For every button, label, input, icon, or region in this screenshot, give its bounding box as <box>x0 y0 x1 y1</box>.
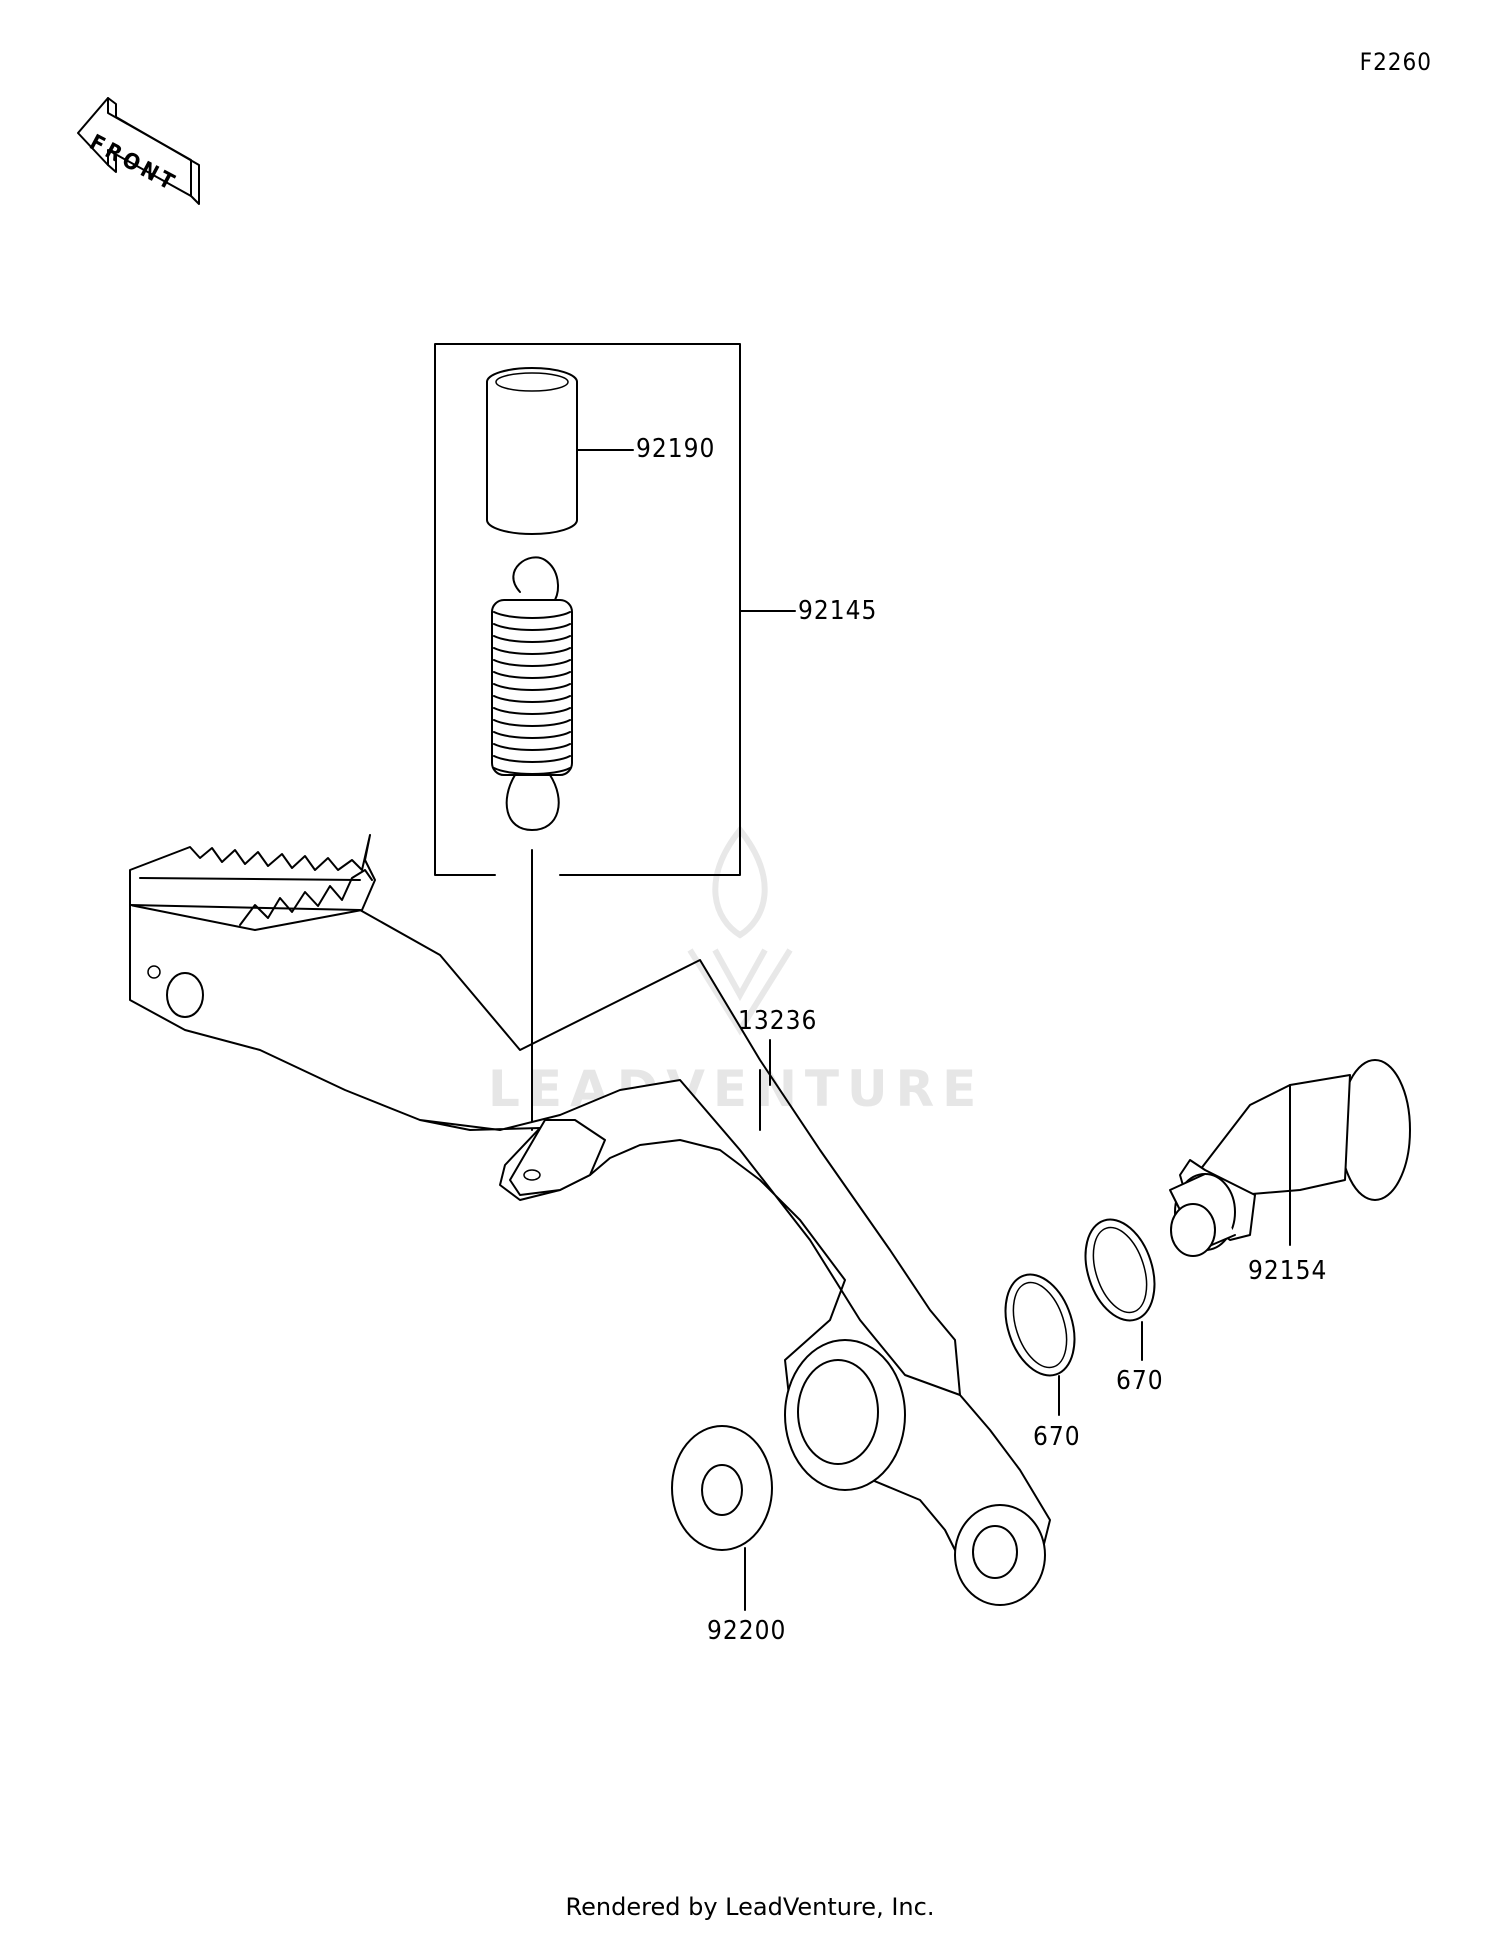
spring-coil <box>493 671 571 679</box>
spring-coil <box>493 767 571 775</box>
part-label-92200: 92200 <box>707 1616 787 1646</box>
spring-coil <box>493 647 571 655</box>
figure-id: F2260 <box>1359 48 1432 76</box>
oring-670-a <box>1004 1273 1076 1416</box>
oring-670-b <box>1084 1218 1156 1361</box>
washer-92200 <box>671 1425 773 1611</box>
spring-coil <box>493 623 571 631</box>
front-arrow-icon <box>77 97 200 205</box>
spring-coil <box>493 755 571 763</box>
kit-box <box>434 343 796 876</box>
spring-coil <box>493 719 571 727</box>
spring-coil <box>493 707 571 715</box>
watermark-text: LEADVENTURE <box>488 1060 985 1118</box>
spring-coil <box>493 611 571 619</box>
sleeve-92190 <box>486 367 634 535</box>
spring-coil <box>493 743 571 751</box>
spring-coil <box>493 695 571 703</box>
spring-coil <box>493 659 571 667</box>
part-label-92145: 92145 <box>798 596 878 626</box>
part-label-13236: 13236 <box>738 1006 818 1036</box>
spring-coil <box>493 683 571 691</box>
part-label-92190: 92190 <box>636 434 716 464</box>
spring-coil <box>493 635 571 643</box>
brake-pedal-13236 <box>129 834 1051 1606</box>
part-label-670-a: 670 <box>1033 1422 1081 1452</box>
part-label-92154: 92154 <box>1248 1256 1328 1286</box>
spring-coil <box>493 731 571 739</box>
spring-92145 <box>491 556 573 831</box>
part-label-670-b: 670 <box>1116 1366 1164 1396</box>
footer-credit: Rendered by LeadVenture, Inc. <box>565 1893 935 1921</box>
watermark-logo <box>687 825 793 1036</box>
shaft-92154 <box>1169 1059 1411 1257</box>
